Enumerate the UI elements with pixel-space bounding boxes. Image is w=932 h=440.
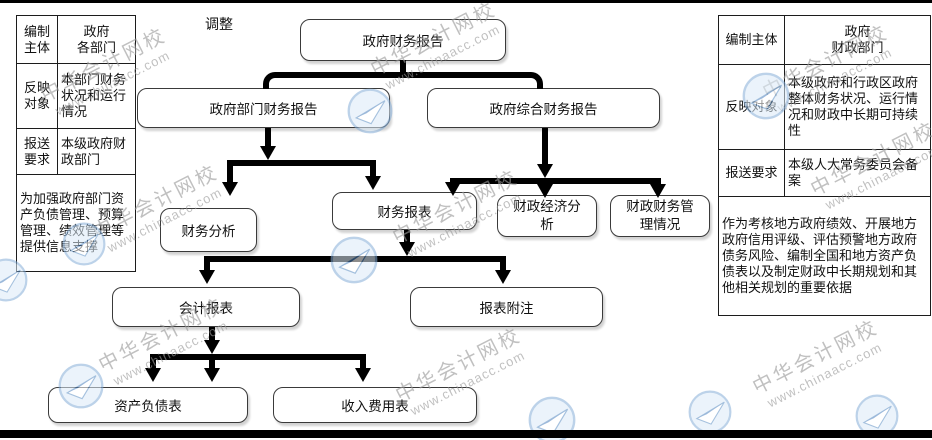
connector-acct-right-drop (360, 360, 366, 368)
arrowhead (495, 270, 511, 284)
connector-stmt-bar (204, 256, 506, 262)
right-row2-label: 反映对象 (718, 64, 785, 150)
connector-comp-stub (542, 128, 548, 164)
node-department-financial-report: 政府部门财务报告 (137, 88, 390, 128)
node-financial-analysis: 财务分析 (160, 208, 257, 252)
arrowhead (222, 182, 238, 196)
table-row: 编制 主体 政府 各部门 (16, 15, 136, 64)
arrowhead (204, 340, 220, 354)
left-row1-value: 政府 各部门 (57, 15, 136, 64)
right-table-footer: 作为考核地方政府绩效、开展地方政府信用评级、评估预警地方政府债务风险、编制全国和… (718, 196, 931, 316)
arrowhead (537, 164, 553, 178)
connector-stmt-left-drop (204, 262, 210, 270)
connector-acct-left-drop (150, 360, 156, 368)
left-row3-label: 报送 要求 (16, 128, 58, 175)
connector-acct-bar (150, 354, 366, 360)
connector-dept-stub (265, 128, 271, 146)
arrowhead (537, 184, 553, 198)
connector-stmt-stub (404, 230, 410, 242)
node-accounting-statements: 会计报表 (112, 287, 300, 327)
arrowhead (199, 270, 215, 284)
arrowhead (445, 182, 461, 196)
table-row: 编制主体 政府 财政部门 (718, 15, 931, 65)
bottom-rule (0, 430, 932, 438)
left-row2-value: 本部门财务状况和运行情况 (57, 63, 136, 129)
top-rule (0, 0, 932, 3)
node-fiscal-finance-management: 财政财务管理情况 (610, 195, 710, 237)
right-info-table: 编制主体 政府 财政部门 反映对象 本级政府和行政区政府整体财务状况、运行情况和… (718, 15, 931, 316)
right-row1-label: 编制主体 (718, 15, 785, 65)
arrowhead (365, 176, 381, 190)
node-comprehensive-financial-report: 政府综合财务报告 (427, 88, 660, 128)
connector-dept-right-drop (370, 160, 376, 176)
node-balance-sheet: 资产负债表 (48, 387, 248, 423)
node-revenue-expense-sheet: 收入费用表 (273, 387, 477, 423)
connector-acct-stub (209, 327, 215, 340)
connector-dept-left-drop (227, 160, 233, 182)
node-statement-notes: 报表附注 (410, 287, 603, 327)
arrowhead (650, 184, 666, 198)
node-financial-statements: 财务报表 (332, 192, 477, 230)
right-row3-value: 本级人大常务委员会备案 (784, 149, 931, 197)
left-table-footer: 为加强政府部门资产负债管理、预算管理、绩效管理等提供信息支撑 (16, 174, 136, 272)
left-row2-label: 反映 对象 (16, 63, 58, 129)
table-row: 报送要求 本级人大常务委员会备案 (718, 149, 931, 197)
right-row1-value: 政府 财政部门 (784, 15, 931, 65)
arrowhead (399, 242, 415, 256)
table-row: 作为考核地方政府绩效、开展地方政府信用评级、评估预警地方政府债务风险、编制全国和… (718, 196, 931, 316)
chinaacc-logo-icon (688, 390, 732, 434)
connector-root-stub (400, 60, 406, 74)
connector-root-brace (263, 72, 543, 89)
connector-comp-bar (450, 178, 661, 184)
left-info-table: 编制 主体 政府 各部门 反映 对象 本部门财务状况和运行情况 报送 要求 本级… (16, 15, 136, 272)
right-row2-value: 本级政府和行政区政府整体财务状况、运行情况和财政中长期可持续性 (784, 64, 931, 150)
node-fiscal-economic-analysis: 财政经济分析 (497, 195, 597, 237)
arrowhead (355, 368, 371, 382)
right-row3-label: 报送要求 (718, 149, 785, 197)
arrowhead (145, 368, 161, 382)
left-row3-value: 本级政府财政部门 (57, 128, 136, 175)
table-row: 报送 要求 本级政府财政部门 (16, 128, 136, 175)
arrowhead (204, 368, 220, 382)
node-government-financial-report: 政府财务报告 (300, 19, 506, 61)
adjust-label: 调整 (205, 16, 233, 32)
table-row: 反映对象 本级政府和行政区政府整体财务状况、运行情况和财政中长期可持续性 (718, 64, 931, 150)
connector-stmt-right-drop (500, 262, 506, 270)
arrowhead (260, 146, 276, 160)
connector-acct-mid-drop (209, 360, 215, 368)
left-row1-label: 编制 主体 (16, 15, 58, 64)
table-row: 为加强政府部门资产负债管理、预算管理、绩效管理等提供信息支撑 (16, 174, 136, 272)
connector-dept-bar (227, 160, 376, 166)
table-row: 反映 对象 本部门财务状况和运行情况 (16, 63, 136, 129)
